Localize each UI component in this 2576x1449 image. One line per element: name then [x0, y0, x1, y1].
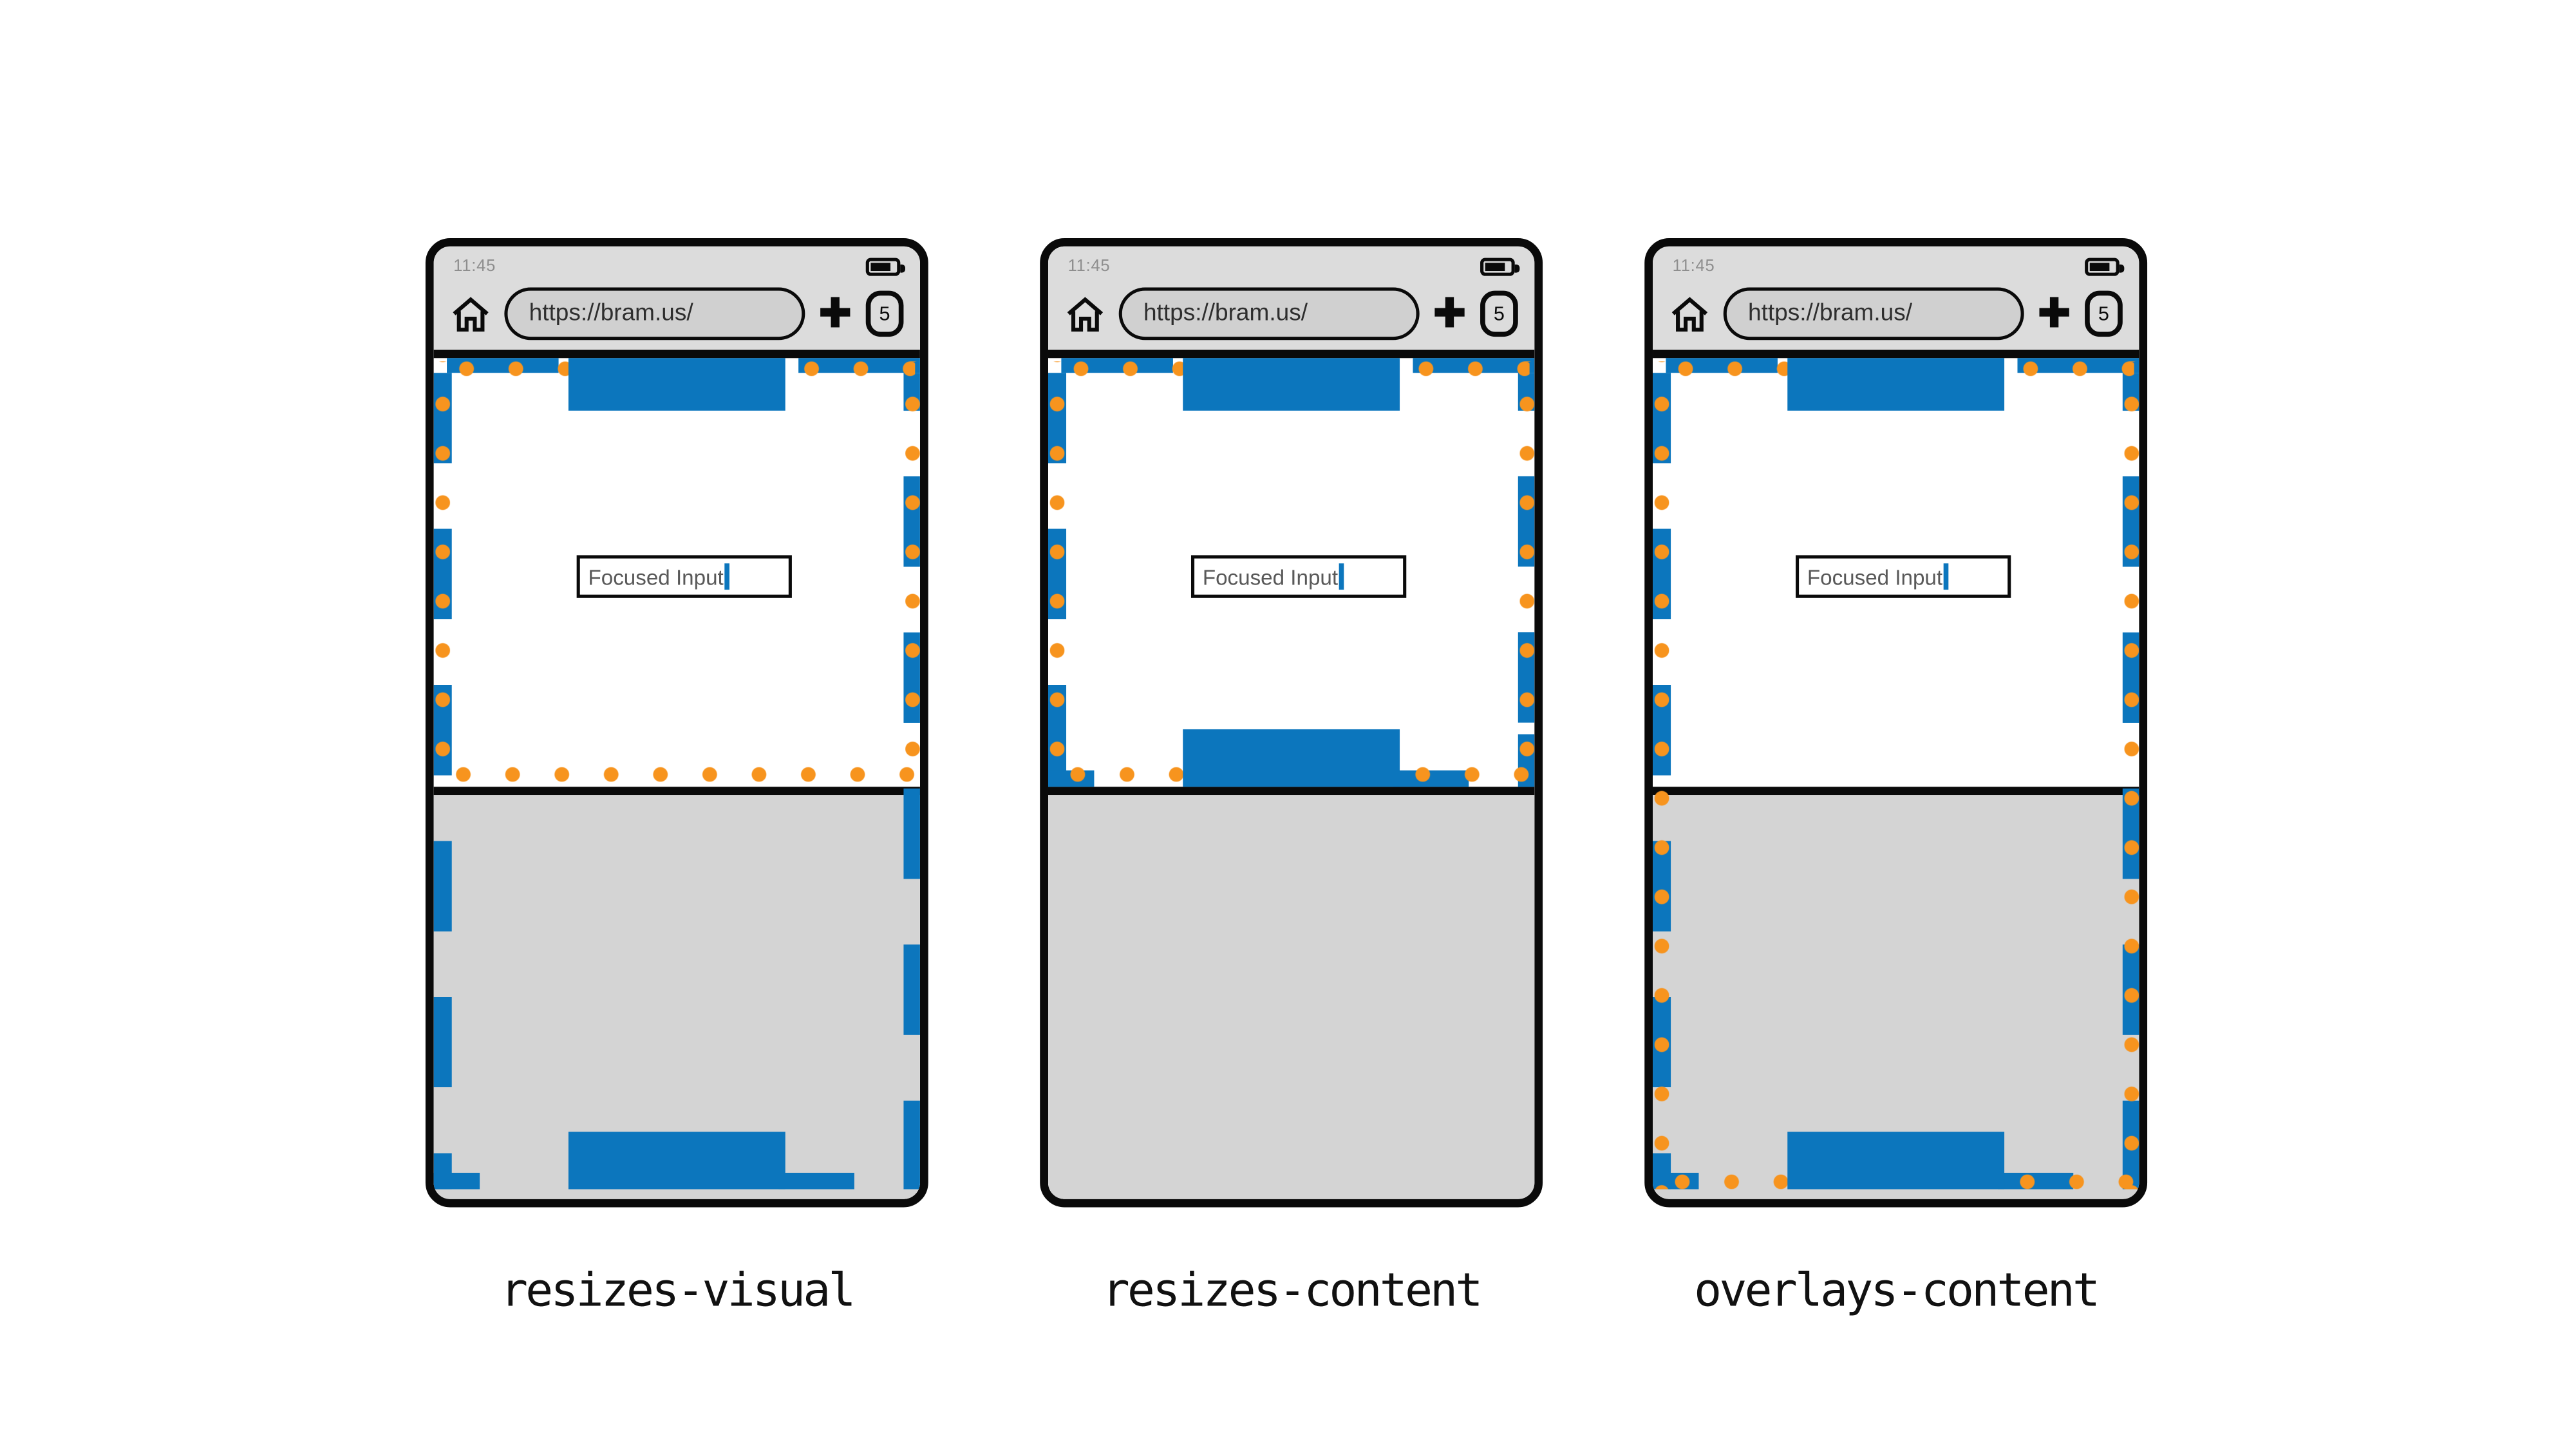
url-toolbar: https://bram.us/ + 5 — [1065, 281, 1518, 343]
home-icon[interactable] — [450, 295, 491, 333]
status-bar: 11:45 — [450, 253, 905, 279]
variant-label-overlays-content: overlays-content — [1694, 1263, 2100, 1318]
battery-icon — [1480, 257, 1520, 276]
page-viewport: Focused Input — [433, 350, 920, 1199]
new-tab-button[interactable]: + — [2037, 281, 2071, 342]
address-url: https://bram.us/ — [1143, 300, 1308, 327]
address-url: https://bram.us/ — [1748, 300, 1913, 327]
layout-viewport-border-bottom-dash — [568, 1130, 785, 1189]
visual-viewport-dots-left — [434, 360, 449, 783]
browser-chrome: 11:45 https://bram.us/ + 5 — [1048, 246, 1535, 350]
phone-mockup-resizes-content: 11:45 https://bram.us/ + 5 — [1040, 238, 1543, 1208]
layout-viewport-border-bottom — [433, 1172, 480, 1189]
layout-viewport-border-top-dash — [568, 358, 785, 411]
address-url: https://bram.us/ — [529, 300, 693, 327]
battery-fill — [2089, 261, 2110, 270]
tab-count: 5 — [2098, 302, 2109, 326]
page-viewport: Focused Input — [1653, 350, 2139, 1199]
battery-icon — [865, 257, 905, 276]
visual-viewport-dots-left — [1049, 360, 1064, 783]
battery-nub — [1514, 263, 1520, 272]
focused-input[interactable]: Focused Input — [576, 555, 792, 598]
phone-mockup-overlays-content: 11:45 https://bram.us/ + 5 — [1644, 238, 2148, 1208]
layout-viewport-border-top-dash — [1183, 358, 1400, 411]
visual-viewport-dots-right — [1519, 360, 1534, 783]
url-toolbar: https://bram.us/ + 5 — [1669, 281, 2123, 343]
address-bar[interactable]: https://bram.us/ — [504, 287, 805, 341]
battery-nub — [2119, 263, 2125, 272]
browser-chrome: 11:45 https://bram.us/ + 5 — [1653, 246, 2139, 350]
address-bar[interactable]: https://bram.us/ — [1118, 287, 1419, 341]
browser-chrome: 11:45 https://bram.us/ + 5 — [433, 246, 920, 350]
text-caret-icon — [1339, 563, 1344, 590]
text-caret-icon — [1944, 563, 1948, 590]
tab-counter-button[interactable]: 5 — [2085, 290, 2123, 337]
tab-counter-button[interactable]: 5 — [865, 290, 904, 337]
focused-input[interactable]: Focused Input — [1796, 555, 2011, 598]
page-viewport: Focused Input — [1048, 350, 1535, 1199]
visual-viewport-dots-right — [2123, 360, 2139, 1189]
new-tab-button[interactable]: + — [1433, 281, 1467, 342]
visual-viewport-dots-bottom — [438, 767, 916, 782]
focused-input-value: Focused Input — [1807, 564, 1943, 589]
status-bar: 11:45 — [1669, 253, 2125, 279]
virtual-keyboard — [433, 787, 920, 1199]
address-bar[interactable]: https://bram.us/ — [1723, 287, 2024, 341]
url-toolbar: https://bram.us/ + 5 — [450, 281, 904, 343]
variant-label-resizes-visual: resizes-visual — [500, 1263, 856, 1318]
virtual-keyboard — [1048, 787, 1535, 1199]
visual-viewport-dots-left — [1653, 360, 1669, 1189]
text-caret-icon — [725, 563, 729, 590]
battery-fill — [870, 261, 891, 270]
tab-counter-button[interactable]: 5 — [1480, 290, 1518, 337]
new-tab-button[interactable]: + — [818, 281, 852, 342]
focused-input[interactable]: Focused Input — [1190, 555, 1407, 598]
tab-count: 5 — [879, 302, 890, 326]
status-time: 11:45 — [1672, 257, 1715, 276]
layout-viewport-border-bottom — [778, 1172, 854, 1189]
variant-label-resizes-content: resizes-content — [1102, 1263, 1483, 1318]
status-bar: 11:45 — [1065, 253, 1520, 279]
focused-input-value: Focused Input — [588, 564, 724, 589]
layout-viewport-border-bottom-dash — [1787, 1130, 2005, 1189]
battery-icon — [2085, 257, 2125, 276]
status-time: 11:45 — [1067, 257, 1111, 276]
focused-input-value: Focused Input — [1202, 564, 1339, 589]
home-icon[interactable] — [1669, 295, 1711, 333]
home-icon[interactable] — [1065, 295, 1106, 333]
battery-nub — [900, 263, 905, 272]
battery-fill — [1485, 261, 1505, 270]
layout-viewport-border-top-dash — [1787, 358, 2005, 411]
tab-count: 5 — [1493, 302, 1505, 326]
visual-viewport-dots-right — [904, 360, 919, 783]
layout-viewport-border-bottom-dash — [1183, 729, 1400, 787]
virtual-keyboard — [1653, 787, 2139, 1199]
status-time: 11:45 — [453, 257, 496, 276]
phone-mockup-resizes-visual: 11:45 https://bram.us/ + 5 — [425, 238, 928, 1208]
